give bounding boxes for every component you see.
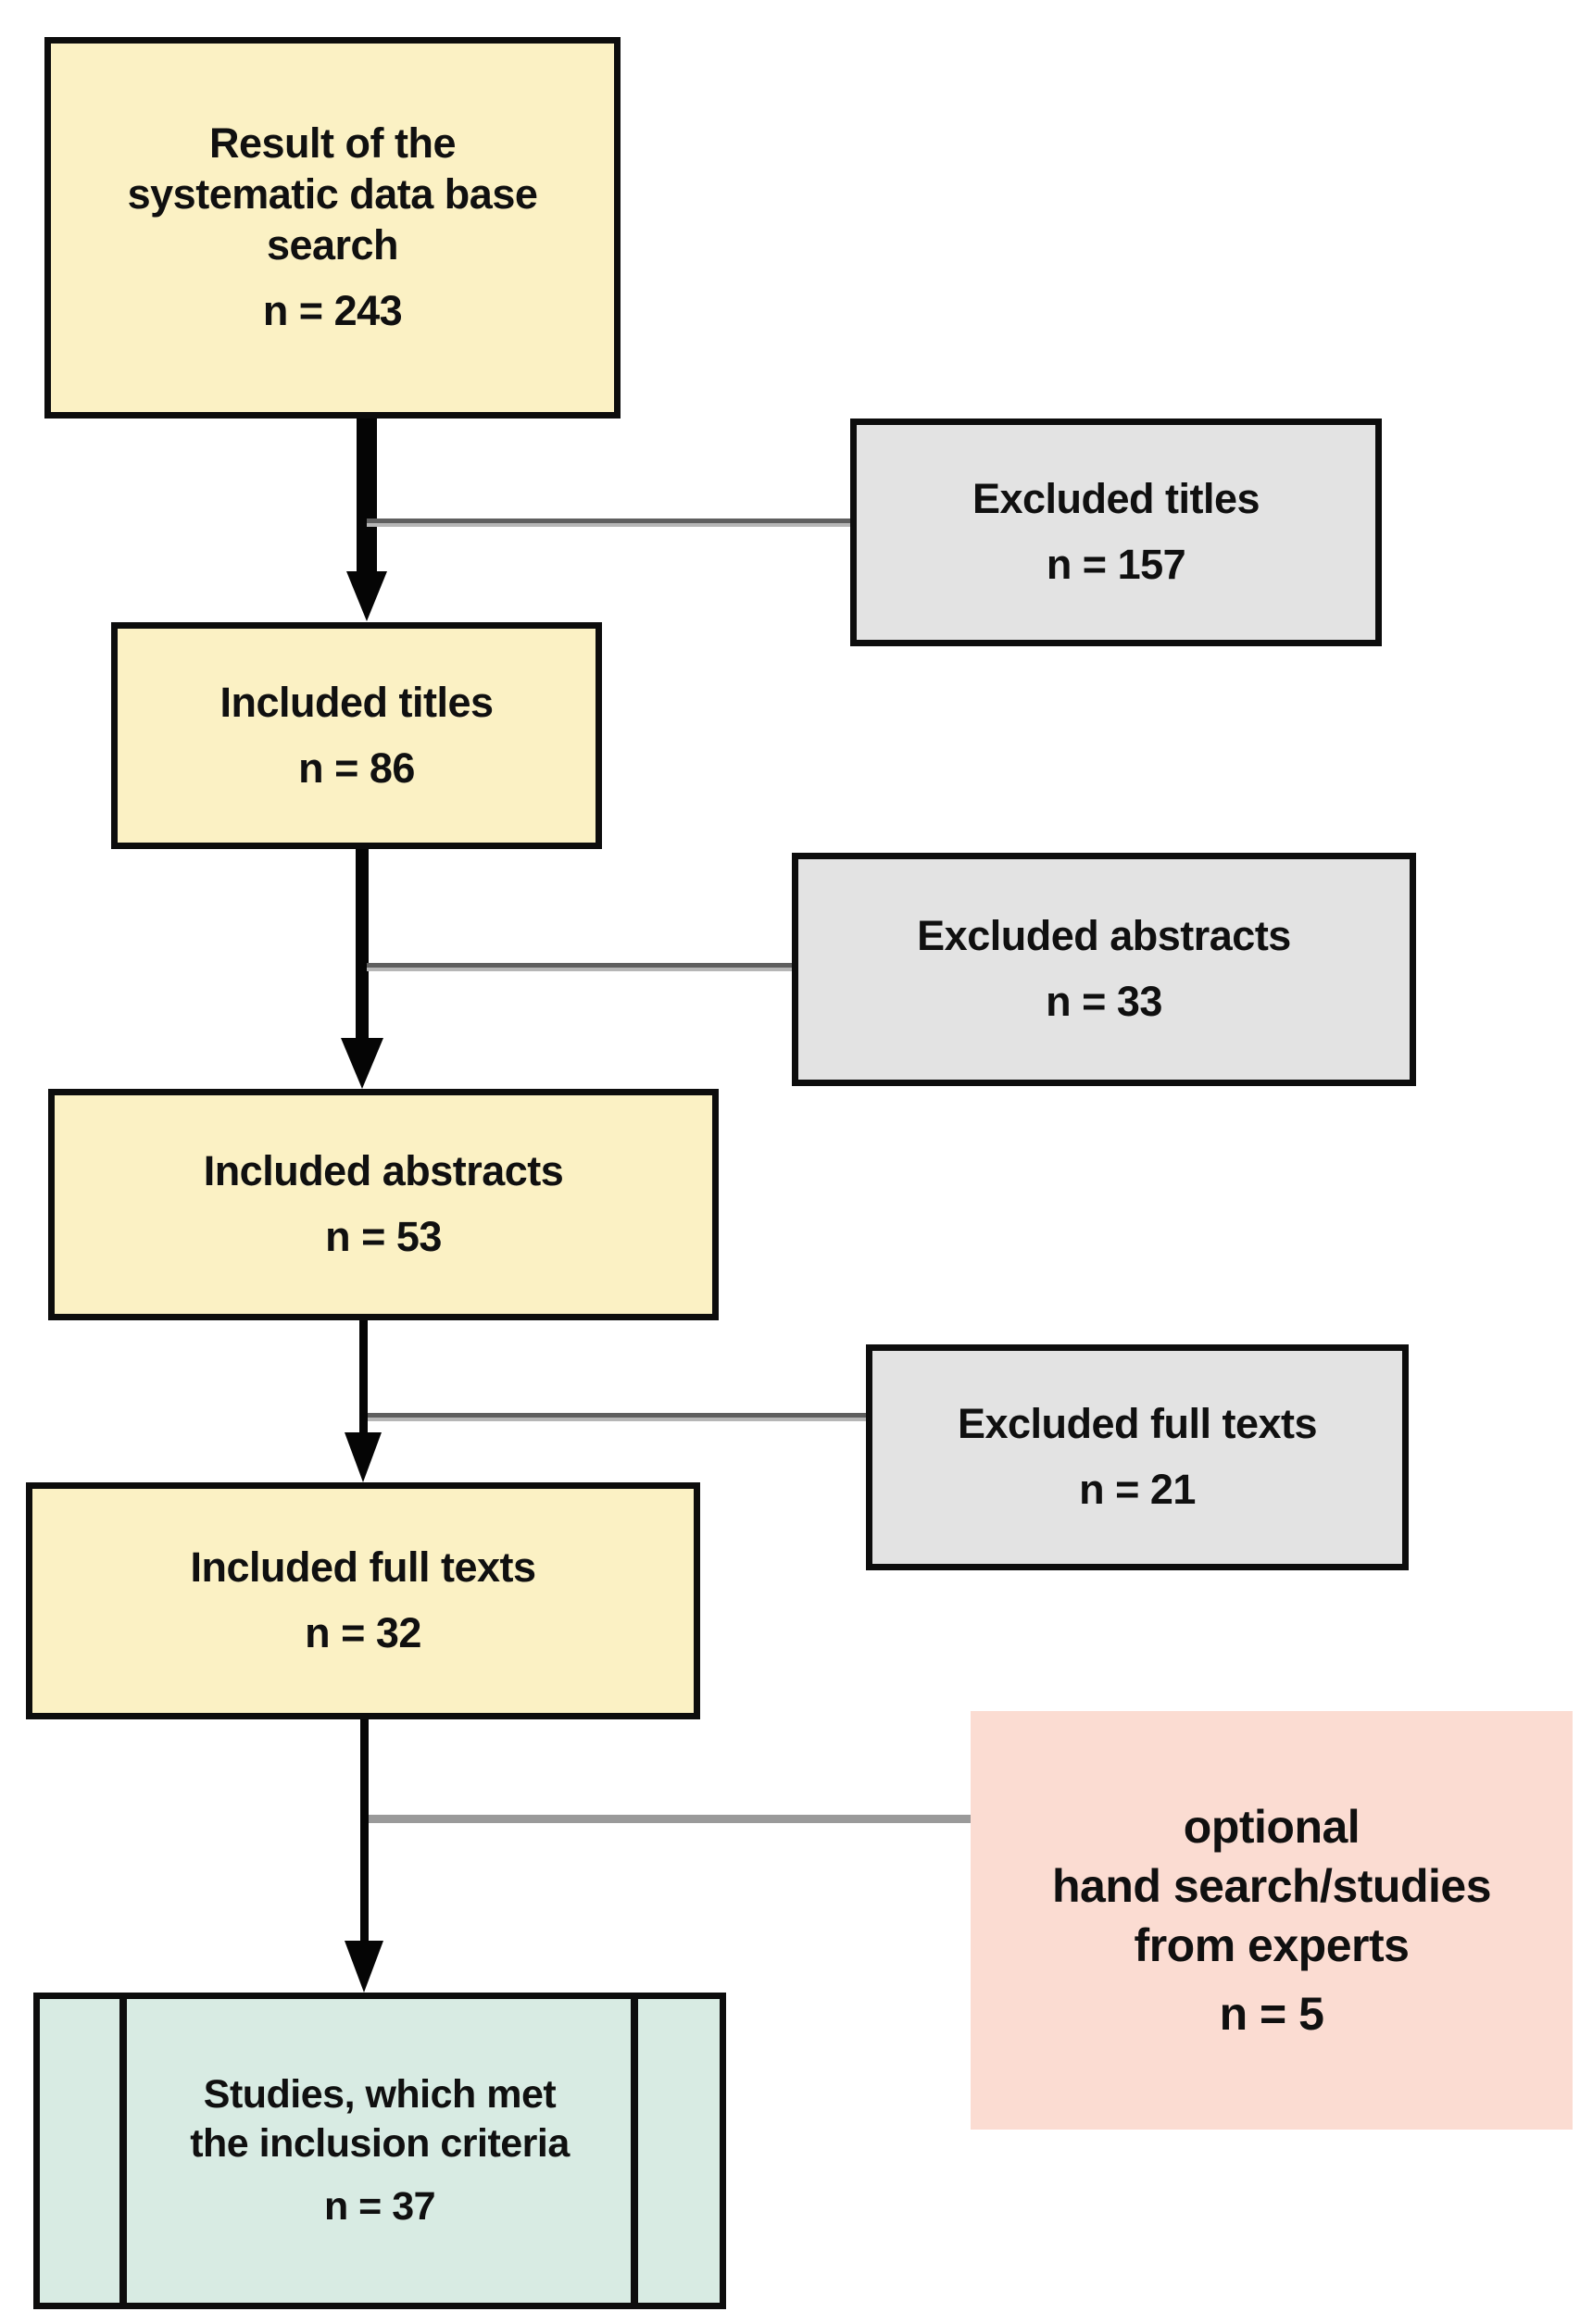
node-count: n = 32	[305, 1609, 421, 1656]
node-count: n = 5	[1219, 1988, 1324, 2040]
arrow-titles-to-abstracts-shaft	[356, 846, 369, 1039]
arrow-down-icon	[341, 1038, 383, 1089]
optional-hand-search-node: optional hand search/studies from expert…	[971, 1711, 1573, 2130]
node-count: n = 33	[1046, 978, 1162, 1025]
node-count: n = 53	[325, 1213, 442, 1260]
studies-met-criteria-node: Studies, which met the inclusion criteri…	[33, 1993, 726, 2309]
node-count: n = 243	[262, 286, 403, 334]
node-label-line: Included titles	[219, 678, 494, 726]
excluded-titles-node: Excluded titles n = 157	[850, 419, 1382, 646]
node-count: n = 86	[298, 743, 415, 792]
node-label-line: Studies, which met	[203, 2072, 557, 2118]
result-of-search-node: Result of the systematic data base searc…	[44, 37, 621, 419]
node-label-line: hand search/studies	[1052, 1860, 1492, 1912]
arrow-fulltexts-to-final-shaft	[360, 1718, 369, 1942]
connector-to-excluded-fulltexts	[368, 1413, 866, 1421]
node-count: n = 157	[1046, 541, 1186, 588]
node-label-line: Included abstracts	[203, 1147, 564, 1195]
node-label-line: search	[266, 221, 399, 269]
excluded-abstracts-node: Excluded abstracts n = 33	[792, 853, 1416, 1086]
node-label-line: Included full texts	[190, 1543, 536, 1592]
predefined-process-right-divider	[631, 1999, 638, 2303]
node-label-line: from experts	[1134, 1919, 1410, 1971]
included-abstracts-node: Included abstracts n = 53	[48, 1089, 719, 1320]
node-label-line: Result of the	[208, 119, 457, 168]
predefined-process-left-divider	[119, 1999, 127, 2303]
included-titles-node: Included titles n = 86	[111, 622, 602, 849]
node-count: n = 37	[323, 2184, 436, 2230]
node-label-line: Excluded titles	[972, 475, 1260, 523]
excluded-full-texts-node: Excluded full texts n = 21	[866, 1344, 1409, 1570]
arrow-down-icon	[346, 571, 387, 621]
node-label-line: systematic data base	[127, 170, 538, 219]
node-count: n = 21	[1079, 1466, 1196, 1513]
arrow-down-icon	[345, 1432, 382, 1482]
connector-to-excluded-titles	[367, 519, 850, 527]
node-label-line: the inclusion criteria	[190, 2120, 570, 2166]
node-label-line: Excluded full texts	[957, 1400, 1318, 1448]
arrow-abstracts-to-fulltexts-shaft	[359, 1318, 368, 1433]
arrow-result-to-included-titles-shaft	[357, 417, 377, 572]
connector-to-optional-hand-search	[369, 1815, 971, 1823]
node-label-line: optional	[1183, 1801, 1361, 1853]
arrow-down-icon	[345, 1941, 383, 1993]
node-label-line: Excluded abstracts	[917, 912, 1291, 960]
connector-to-excluded-abstracts	[367, 963, 792, 971]
included-full-texts-node: Included full texts n = 32	[26, 1482, 700, 1719]
